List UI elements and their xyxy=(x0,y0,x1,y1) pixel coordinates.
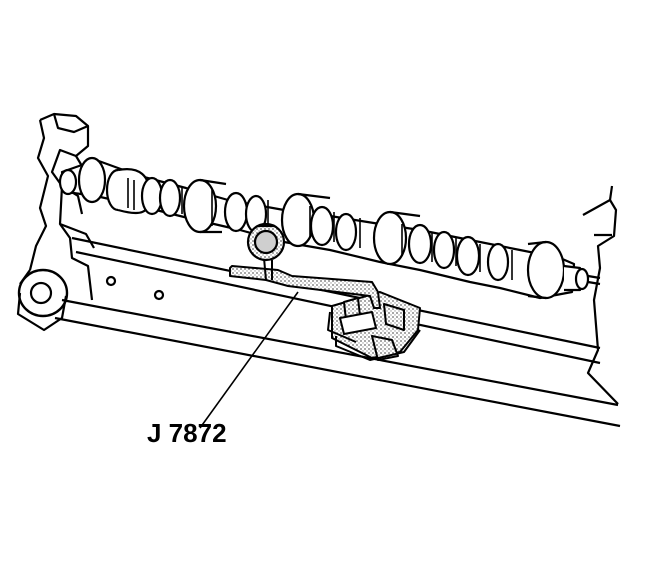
indicator-arm xyxy=(229,257,381,309)
camshaft-shading xyxy=(127,178,513,280)
engine-block xyxy=(16,112,621,428)
callout-leader-line xyxy=(199,291,299,429)
tool-number-label: J 7872 xyxy=(147,418,227,448)
magnetic-base xyxy=(327,291,421,361)
camshaft xyxy=(58,156,601,300)
dial-indicator xyxy=(246,222,286,262)
